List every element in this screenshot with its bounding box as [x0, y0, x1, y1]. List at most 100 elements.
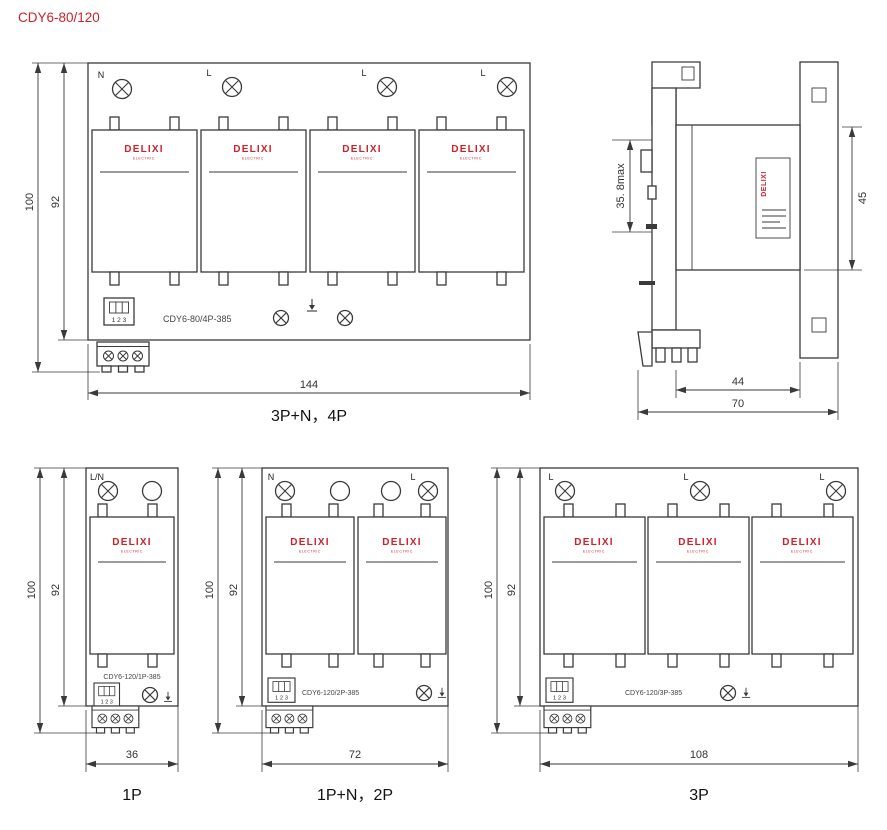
module-tab	[563, 503, 574, 518]
module-tab	[281, 653, 292, 668]
dim-label: 92	[506, 584, 518, 596]
view-2p-front: N L CDY6-120/2P-385 100 92	[204, 467, 449, 804]
module-tab	[823, 653, 834, 668]
dim-label: 70	[732, 398, 744, 410]
dim-label: 45	[857, 192, 869, 204]
module-tab	[615, 653, 626, 668]
module-tab	[563, 653, 574, 668]
module-tab	[373, 653, 384, 668]
dim-width-4p: 144	[87, 344, 531, 400]
terminal-screw	[417, 480, 439, 502]
dim-heights-4p: 100 92	[24, 62, 100, 373]
dim-heights-1p: 100 92	[26, 467, 96, 734]
terminal-label: N	[98, 70, 105, 80]
caption-3p: 3P	[689, 787, 709, 804]
dim-label: 100	[24, 193, 36, 211]
terminal-screw	[496, 76, 518, 98]
terminal-block	[92, 706, 139, 733]
release-lever	[637, 331, 653, 367]
module-tab	[169, 271, 180, 286]
module-tab	[328, 503, 339, 518]
blank-hole	[141, 480, 163, 502]
view-3p-front: L L L CDY6-120/3P-385	[483, 467, 859, 804]
latch	[647, 185, 657, 200]
bracket-notch	[681, 66, 695, 81]
code-window	[103, 297, 135, 326]
dim-label: 92	[50, 584, 62, 596]
module-tab	[373, 503, 384, 518]
module-tab	[420, 503, 431, 518]
terminal-screw	[221, 76, 243, 98]
module-tab	[278, 116, 289, 131]
blank-hole	[329, 480, 351, 502]
module-tab	[97, 653, 108, 668]
terminal-label: L	[548, 472, 553, 482]
dim-label: 100	[204, 581, 216, 599]
tiny-label	[639, 281, 655, 285]
dim-width-1p: 36	[85, 706, 179, 772]
module-tab	[281, 503, 292, 518]
view-4p-front: N L L L CDY6	[24, 62, 531, 425]
module-tab	[771, 653, 782, 668]
dim-label: 35. 8max	[615, 163, 627, 209]
dim-label: 92	[50, 196, 62, 208]
terminal-screw	[97, 480, 119, 502]
mount-screw	[336, 309, 354, 327]
terminal-screw	[274, 480, 296, 502]
plate-detail	[811, 87, 827, 103]
side-label	[755, 157, 791, 239]
mount-screw	[415, 684, 433, 702]
code-window	[267, 677, 296, 703]
dim-label: 72	[349, 749, 361, 761]
model-label: CDY6-120/1P-385	[103, 674, 160, 681]
code-window	[545, 677, 574, 703]
tiny-label	[646, 224, 657, 229]
module-tab	[719, 503, 730, 518]
caption-2p: 1P+N，2P	[317, 787, 393, 804]
module-tab	[667, 653, 678, 668]
mount-screw	[272, 309, 290, 327]
bottom-bracket	[651, 329, 701, 349]
module-tab	[387, 271, 398, 286]
module-tab	[218, 271, 229, 286]
dim-label: 108	[690, 749, 708, 761]
dim-label: 100	[26, 581, 38, 599]
base-column	[651, 87, 677, 331]
hook-tooth	[655, 347, 666, 363]
dim-width-2p: 72	[261, 706, 449, 772]
dim-heights-2p: 100 92	[204, 467, 270, 734]
terminal-screw	[376, 76, 398, 98]
terminal-screw	[825, 480, 847, 502]
model-label: CDY6-80/4P-385	[163, 314, 232, 324]
terminal-block	[97, 342, 149, 372]
module-tab	[327, 271, 338, 286]
plug-module	[200, 129, 307, 273]
model-label: CDY6-120/3P-385	[625, 690, 682, 697]
dim-heights-3p: 100 92	[483, 467, 548, 734]
hook-tooth	[671, 347, 682, 363]
hook-tooth	[687, 347, 698, 363]
module-tab	[496, 116, 507, 131]
dim-label: 144	[300, 379, 318, 391]
module-tab	[147, 503, 158, 518]
module-tab	[109, 116, 120, 131]
mount-screw	[141, 686, 159, 704]
dim-module-height: 45	[804, 126, 869, 271]
terminal-screw	[111, 78, 133, 100]
terminal-block	[266, 706, 313, 733]
terminal-label: L	[410, 472, 415, 482]
terminal-screw	[689, 480, 711, 502]
module-tab	[169, 116, 180, 131]
terminal-label: N	[268, 472, 275, 482]
terminal-block	[544, 706, 591, 733]
model-label: CDY6-120/2P-385	[302, 690, 359, 697]
brand-name: DELIXI	[761, 171, 768, 197]
dim-depth-max: 35. 8max	[612, 139, 652, 233]
module-tab	[496, 271, 507, 286]
dim-width-outer-side: 70	[637, 362, 839, 420]
module-tab	[328, 653, 339, 668]
back-plate	[799, 61, 839, 359]
module-tab	[147, 653, 158, 668]
view-1p-front: L/N CDY6-120/1P-385 100 92 36 1P	[26, 467, 179, 804]
dim-label: 92	[228, 584, 240, 596]
